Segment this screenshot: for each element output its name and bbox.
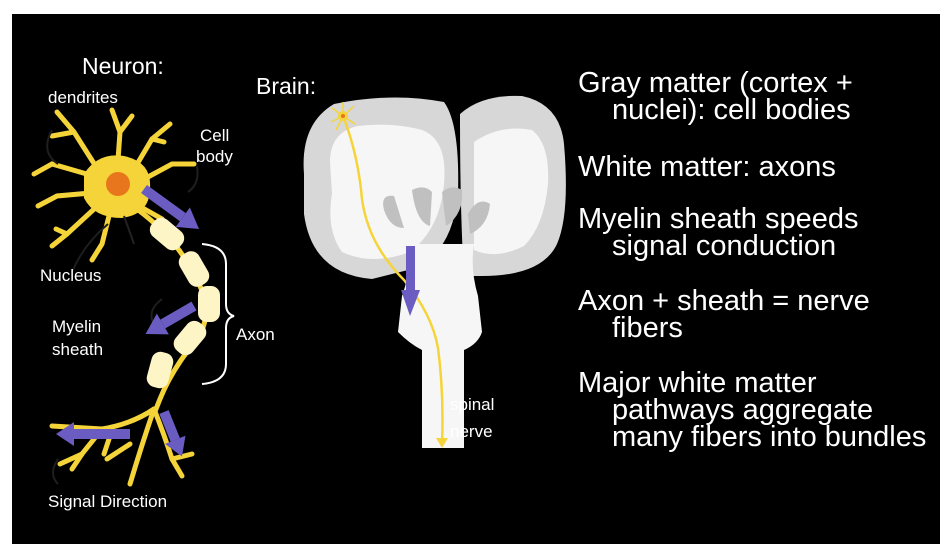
bullet-axon-sheath: Axon + sheath = nerve fibers <box>578 288 938 342</box>
bullet-gray-matter: Gray matter (cortex + nuclei): cell bodi… <box>578 70 938 124</box>
brain-illustration <box>304 96 566 448</box>
bullet-myelin: Myelin sheath speeds signal conduction <box>578 206 938 260</box>
bullet-myelin-line2: signal conduction <box>578 233 938 260</box>
bullet-white-matter: White matter: axons <box>578 154 938 181</box>
myelin-sheath-label-line1: Myelin <box>52 317 101 337</box>
bullet-pathways: Major white matter pathways aggregate ma… <box>578 370 938 451</box>
nucleus-shape <box>106 172 130 196</box>
brain-title: Brain: <box>256 74 316 98</box>
neuron-title: Neuron: <box>82 54 164 78</box>
axon-label: Axon <box>236 325 275 345</box>
signal-arrow <box>154 408 192 461</box>
bullet-gray-matter-line2: nuclei): cell bodies <box>578 97 938 124</box>
dendrites-label: dendrites <box>48 88 118 108</box>
cell-body-label-line2: body <box>196 147 233 167</box>
bullet-pathways-rest: pathways aggregate many fibers into bund… <box>578 397 938 451</box>
bullet-white-matter-line1: White matter: axons <box>578 151 836 183</box>
myelin-segments <box>145 214 220 390</box>
spinal-nerve-label-line2: nerve <box>450 422 493 442</box>
signal-direction-label: Signal Direction <box>48 492 167 512</box>
slide: Neuron: dendrites Cell body Nucleus Myel… <box>12 14 940 544</box>
nucleus-label: Nucleus <box>40 266 101 286</box>
spinal-nerve-label-line1: spinal <box>450 395 494 415</box>
nucleus-pointer <box>124 216 134 244</box>
myelin-sheath-label-line2: sheath <box>52 340 103 360</box>
bullet-axon-sheath-line2: fibers <box>578 315 938 342</box>
cell-body-label-line1: Cell <box>200 126 229 146</box>
